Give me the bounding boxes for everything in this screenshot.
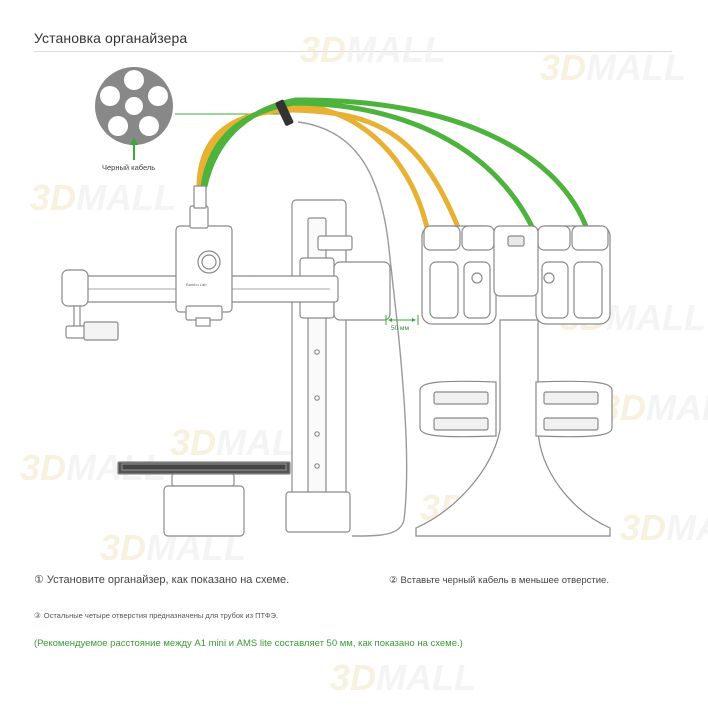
page-title: Установка органайзера xyxy=(34,30,188,46)
printer-a1-mini xyxy=(61,185,391,537)
step-1-text: Установите органайзер, как показано на с… xyxy=(46,574,290,586)
printer-badge: Bambu Lab xyxy=(186,282,207,287)
recommendation-note: (Рекомендуемое расстояние между A1 mini … xyxy=(34,638,463,649)
step-1-marker: ① xyxy=(34,574,44,586)
step-3-text: Остальные четыре отверстия предназначены… xyxy=(43,611,279,620)
black-cable-label: Черный кабель xyxy=(102,163,156,172)
ptfe-tubes xyxy=(196,97,591,273)
step-2-marker: ② xyxy=(389,575,398,586)
ams-lite xyxy=(415,225,613,537)
step-3-marker: ③ xyxy=(34,611,41,620)
cable-arrow xyxy=(130,137,138,160)
step-2-text: Вставьте черный кабель в меньшее отверст… xyxy=(400,575,609,586)
organizer-disc xyxy=(95,67,173,145)
distance-label: 50 мм xyxy=(391,325,409,332)
distance-indicator xyxy=(385,315,419,325)
black-cable xyxy=(297,121,408,537)
tube-clip xyxy=(275,99,294,126)
